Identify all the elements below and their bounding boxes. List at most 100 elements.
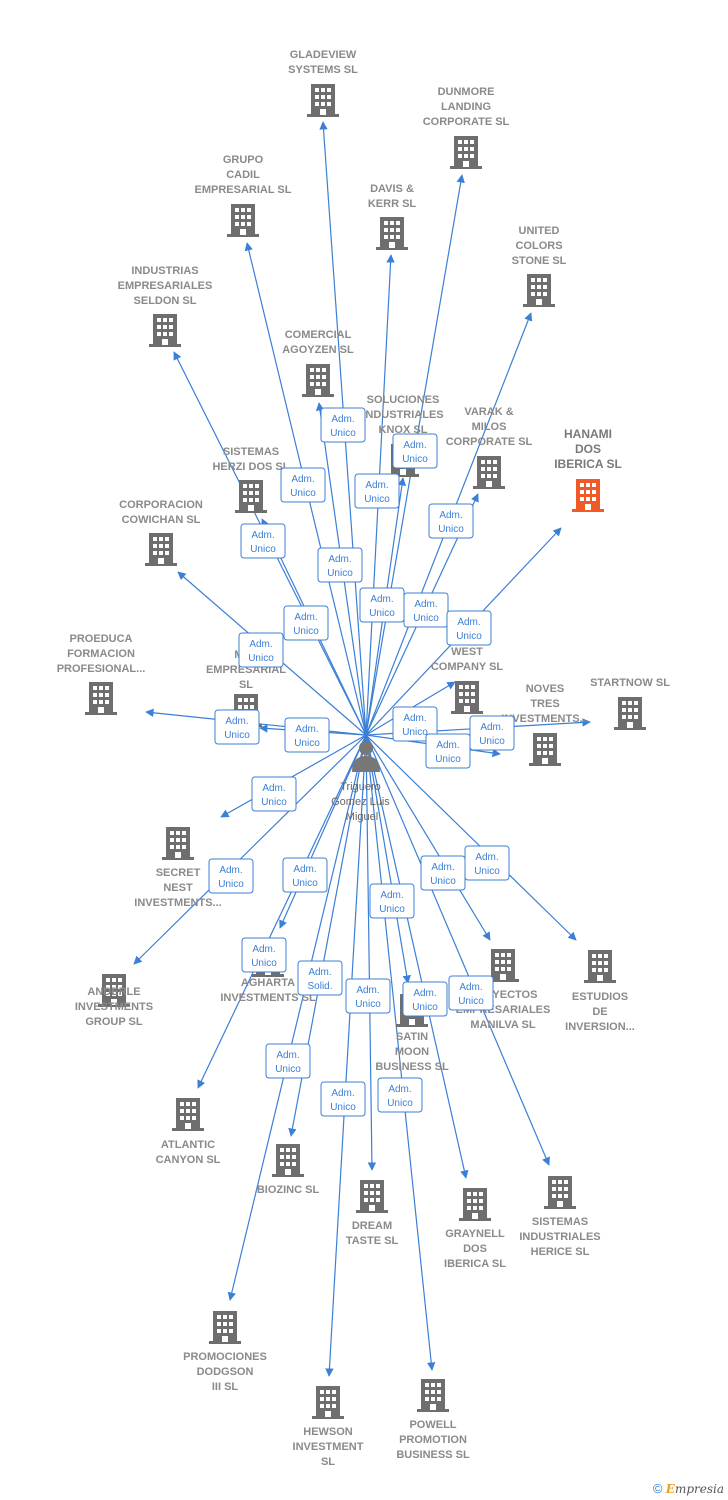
role-badge-text: Adm. — [262, 783, 285, 794]
role-badge-anderle[interactable]: Adm.Unico — [208, 858, 254, 894]
role-badge-comercial-agoyzen[interactable]: Adm.Unico — [317, 547, 363, 583]
role-badge-text: Unico — [293, 626, 319, 637]
role-badge-proeduca[interactable]: Adm.Unico — [214, 709, 260, 745]
building-icon — [272, 1144, 304, 1177]
copyright-symbol: © — [652, 1481, 663, 1496]
role-badge-hanami[interactable]: Adm.Unico — [446, 610, 492, 646]
badges-layer: Adm.UnicoAdm.UnicoAdm.UnicoAdm.UnicoAdm.… — [208, 407, 515, 1117]
role-badge-satin-moon[interactable]: Adm.Unico — [369, 883, 415, 919]
company-node-startnow[interactable]: STARTNOW SL — [590, 677, 670, 730]
role-badge-dunmore[interactable]: Adm. Unico — [392, 433, 438, 469]
role-badge-text: Adm. — [414, 599, 437, 610]
role-badge-text: Adm. — [308, 967, 331, 978]
role-badge-startnow[interactable]: Adm.Unico — [469, 715, 515, 751]
role-badge-text: Adm. — [225, 716, 248, 727]
role-badge-west-company[interactable]: Adm.Unico — [392, 706, 438, 742]
person-icon — [352, 741, 380, 772]
edge-graynell — [365, 734, 469, 1179]
role-badge-grupo-cadil[interactable]: Adm.Unico — [280, 467, 326, 503]
role-badge-sistemas-herice[interactable]: Adm.Unico — [448, 975, 494, 1011]
building-icon — [450, 136, 482, 169]
role-badge-text: Unico — [292, 878, 318, 889]
role-badge-text: Unico — [327, 568, 353, 579]
role-badge-may-empresarial[interactable]: Adm.Unico — [284, 717, 330, 753]
role-badge-united-colors[interactable]: Adm.Unico — [428, 503, 474, 539]
role-badge-text: Unico — [369, 608, 395, 619]
role-badge-corporacion-cowichan[interactable]: Adm.Unico — [238, 632, 284, 668]
building-icon — [149, 314, 181, 347]
role-badge-text: Unico — [458, 996, 484, 1007]
edge-sistemas-herice — [365, 734, 550, 1166]
role-badge-estudios-inversion[interactable]: Adm.Unico — [464, 845, 510, 881]
role-badge-hewson[interactable]: Adm.Unico — [320, 1081, 366, 1117]
role-badge-text: Adm. — [403, 440, 426, 451]
role-badge-graynell[interactable]: Adm.Unico — [402, 981, 448, 1017]
role-badge-atlantic-canyon[interactable]: Adm.Unico — [241, 937, 287, 973]
role-badge-varak-milos[interactable]: Adm.Unico — [403, 592, 449, 628]
role-badge-powell[interactable]: Adm.Unico — [377, 1077, 423, 1113]
building-icon — [451, 681, 483, 714]
edge-agharta — [279, 734, 367, 929]
company-node-biozinc[interactable]: BIOZINC SL — [257, 1144, 320, 1196]
role-badge-soluciones-knox[interactable]: Adm. Unico — [359, 587, 405, 623]
building-icon — [529, 733, 561, 766]
building-icon — [235, 480, 267, 513]
role-badge-biozinc[interactable]: Adm.Solid. — [297, 960, 343, 996]
role-badge-agharta[interactable]: Adm.Unico — [282, 857, 328, 893]
role-badge-davis-kerr[interactable]: Adm.Unico — [354, 473, 400, 509]
role-badge-noves-tres[interactable]: Adm.Unico — [425, 733, 471, 769]
role-badge-sistemas-herzi[interactable]: Adm.Unico — [283, 605, 329, 641]
role-badge-text: Adm. — [370, 594, 393, 605]
role-badge-industrias-seldon[interactable]: Adm.Unico — [240, 523, 286, 559]
role-badge-promociones-dodgson[interactable]: Adm.Unico — [265, 1043, 311, 1079]
role-badge-secret-nest[interactable]: Adm.Unico — [251, 776, 297, 812]
company-node-davis-kerr[interactable]: DAVIS &KERR SL — [368, 183, 417, 250]
role-badge-proyectos-manilva[interactable]: Adm.Unico — [420, 855, 466, 891]
role-badge-text: Adm. — [431, 862, 454, 873]
role-badge-gladeview[interactable]: Adm.Unico — [320, 407, 366, 443]
center-person-node[interactable]: Triguero Gomez Luis Miguel — [331, 741, 393, 823]
role-badge-dream-taste[interactable]: Adm.Unico — [345, 978, 391, 1014]
role-badge-text: Unico — [402, 454, 428, 465]
